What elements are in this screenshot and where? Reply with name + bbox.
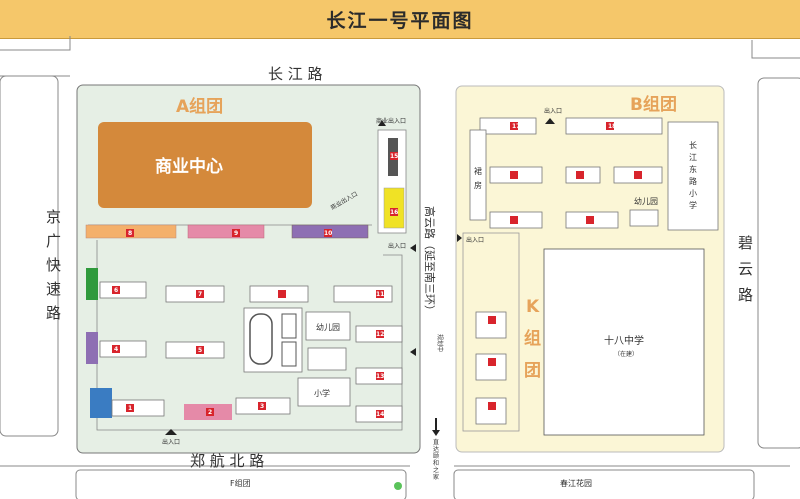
middle-school-label: 十八中学 <box>604 334 644 347</box>
road-middle: 高云路（延至南三环） <box>423 206 437 316</box>
svg-text:裙: 裙 <box>474 166 482 176</box>
neighbor-label: 春江花园 <box>560 478 592 488</box>
svg-text:广: 广 <box>46 232 61 250</box>
svg-text:4: 4 <box>114 346 118 353</box>
primary-school-label: 小学 <box>314 388 330 398</box>
svg-text:13: 13 <box>376 373 384 380</box>
svg-text:快: 快 <box>46 256 61 274</box>
svg-text:17: 17 <box>512 123 520 130</box>
svg-text:碧: 碧 <box>738 234 753 252</box>
blue-building <box>90 388 112 418</box>
changjiang-school-label: 长 江 东 路 小 学 <box>689 140 697 210</box>
svg-text:云: 云 <box>738 260 753 278</box>
svg-text:学: 学 <box>689 200 697 210</box>
purple-west-building <box>86 332 98 364</box>
svg-text:5: 5 <box>198 347 202 354</box>
svg-text:之: 之 <box>433 466 439 474</box>
commercial-center <box>98 122 312 208</box>
svg-text:家: 家 <box>433 473 439 481</box>
commercial-entrance-label: 商业出入口 <box>376 117 406 125</box>
road-north: 长 江 路 <box>268 65 323 83</box>
svg-text:18: 18 <box>608 123 616 130</box>
svg-text:团: 团 <box>524 361 541 381</box>
svg-text:达: 达 <box>433 445 439 453</box>
direct-to-label: 直 达 颐 和 之 家 <box>433 438 439 481</box>
svg-text:京: 京 <box>46 208 61 226</box>
svg-text:14: 14 <box>376 411 384 418</box>
svg-text:和: 和 <box>433 459 439 467</box>
middle-school <box>543 248 705 436</box>
svg-text:小: 小 <box>689 189 697 198</box>
skirt-building-label: 裙 房 <box>474 166 482 190</box>
entrance-label-k: 出入口 <box>466 236 484 244</box>
svg-text:江: 江 <box>689 153 697 162</box>
svg-text:1: 1 <box>128 405 132 412</box>
kindergarten-b-label: 幼儿园 <box>634 196 658 206</box>
middle-school-note: （在建） <box>614 350 638 358</box>
svg-text:7: 7 <box>198 291 202 298</box>
svg-text:路: 路 <box>738 286 753 304</box>
kindergarten-a-label: 幼儿园 <box>316 322 340 332</box>
group-b-label: B组团 <box>630 94 677 115</box>
svg-text:直: 直 <box>433 438 439 446</box>
svg-text:10: 10 <box>324 230 332 237</box>
pink-building <box>187 224 265 239</box>
group-k-label: K 组 团 <box>524 297 541 381</box>
svg-text:路: 路 <box>689 176 697 186</box>
svg-text:颐: 颐 <box>433 453 439 460</box>
group-a-label: A组团 <box>176 96 223 117</box>
svg-text:K: K <box>526 297 540 317</box>
svg-text:速: 速 <box>46 280 61 298</box>
svg-text:12: 12 <box>376 331 384 338</box>
building-number-labels: 1 2 3 4 5 6 7 8 9 10 11 12 13 14 15 16 1… <box>114 123 616 418</box>
building-markers <box>112 122 642 418</box>
road-south: 郑 航 北 路 <box>190 452 264 470</box>
svg-text:6: 6 <box>114 287 118 294</box>
svg-text:2: 2 <box>208 409 212 416</box>
road-west: 京 广 快 速 路 <box>46 208 61 322</box>
svg-text:3: 3 <box>260 403 264 410</box>
svg-text:东: 东 <box>689 164 697 174</box>
entrance-label-a-east: 出入口 <box>388 242 406 250</box>
title-bar: 长江一号平面图 <box>0 0 800 39</box>
marker-dot <box>394 482 402 490</box>
road-middle-note: 规划中 <box>436 334 444 352</box>
commercial-center-label: 商业中心 <box>155 156 223 177</box>
svg-text:11: 11 <box>376 291 384 298</box>
svg-text:16: 16 <box>390 209 398 216</box>
svg-text:9: 9 <box>234 230 238 237</box>
svg-text:路: 路 <box>46 304 61 322</box>
svg-text:8: 8 <box>128 230 132 237</box>
page-title: 长江一号平面图 <box>326 9 474 32</box>
svg-text:长: 长 <box>689 140 697 150</box>
entrance-label-a-south: 出入口 <box>162 438 180 446</box>
svg-text:15: 15 <box>390 153 398 160</box>
svg-text:房: 房 <box>474 180 482 190</box>
entrance-label-b: 出入口 <box>544 107 562 115</box>
changjiang-school <box>667 121 719 231</box>
group-f-label: F组团 <box>230 478 251 488</box>
road-east: 碧 云 路 <box>738 234 753 304</box>
green-building <box>86 268 98 300</box>
svg-text:组: 组 <box>524 328 541 349</box>
